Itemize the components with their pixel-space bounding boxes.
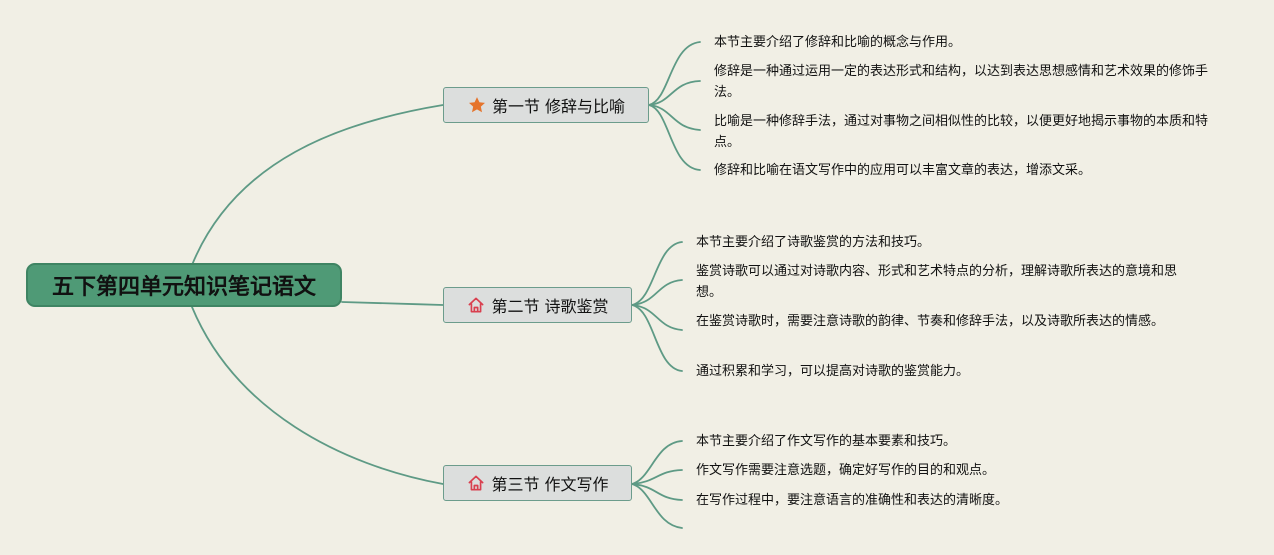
note-item[interactable]: 在鉴赏诗歌时，需要注意诗歌的韵律、节奏和修辞手法，以及诗歌所表达的情感。 — [696, 314, 1165, 329]
topic-label: 第一节 修辞与比喻 — [491, 97, 626, 116]
topic-label: 第三节 作文写作 — [491, 475, 609, 494]
link-topic-3-note-1 — [631, 440, 683, 485]
note-item[interactable]: 鉴赏诗歌可以通过对诗歌内容、形式和艺术特点的分析，理解诗歌所表达的意境和思想。 — [696, 264, 1178, 300]
note-item[interactable]: 作文写作需要注意选题，确定好写作的目的和观点。 — [696, 463, 996, 478]
note-item[interactable]: 本节主要介绍了作文写作的基本要素和技巧。 — [696, 434, 957, 449]
link-topic-1-note-1 — [648, 41, 701, 106]
link-topic-2-note-2 — [631, 279, 683, 306]
link-topic-2-note-3 — [631, 304, 683, 331]
link-topic-1-note-2 — [648, 80, 701, 106]
topic-label: 第二节 诗歌鉴赏 — [491, 297, 609, 316]
topic-composition-writing[interactable]: 第三节 作文写作 — [443, 465, 632, 501]
note-item[interactable]: 修辞和比喻在语文写作中的应用可以丰富文章的表达，增添文采。 — [714, 163, 1092, 178]
link-topic-1-note-4 — [648, 104, 701, 171]
note-item[interactable]: 本节主要介绍了修辞和比喻的概念与作用。 — [714, 35, 962, 50]
note-item[interactable]: 通过积累和学习，可以提高对诗歌的鉴赏能力。 — [696, 364, 970, 379]
note-item[interactable]: 修辞是一种通过运用一定的表达形式和结构，以达到表达思想感情和艺术效果的修饰手法。 — [714, 64, 1209, 100]
topic-poetry-appreciation[interactable]: 第二节 诗歌鉴赏 — [443, 287, 632, 323]
link-topic-3-note-2 — [631, 469, 683, 485]
topic-rhetoric-metaphor[interactable]: 第一节 修辞与比喻 — [443, 87, 649, 123]
link-topic-3-note-4 — [631, 483, 683, 529]
star-icon — [467, 95, 487, 115]
house-icon — [466, 295, 486, 315]
link-topic-1-note-3 — [648, 104, 701, 131]
note-item[interactable]: 本节主要介绍了诗歌鉴赏的方法和技巧。 — [696, 235, 931, 250]
note-item[interactable]: 比喻是一种修辞手法，通过对事物之间相似性的比较，以便更好地揭示事物的本质和特点。 — [714, 114, 1209, 150]
link-topic-2-note-1 — [631, 241, 683, 306]
link-root-topic-2 — [341, 301, 444, 306]
link-topic-3-note-3 — [631, 483, 683, 501]
link-root-topic-1 — [191, 104, 444, 266]
link-topic-2-note-4 — [631, 304, 683, 372]
house-icon — [466, 473, 486, 493]
link-root-topic-3 — [191, 306, 444, 485]
root-topic[interactable]: 五下第四单元知识笔记语文 — [26, 263, 342, 307]
note-item[interactable]: 在写作过程中，要注意语言的准确性和表达的清晰度。 — [696, 493, 1009, 508]
